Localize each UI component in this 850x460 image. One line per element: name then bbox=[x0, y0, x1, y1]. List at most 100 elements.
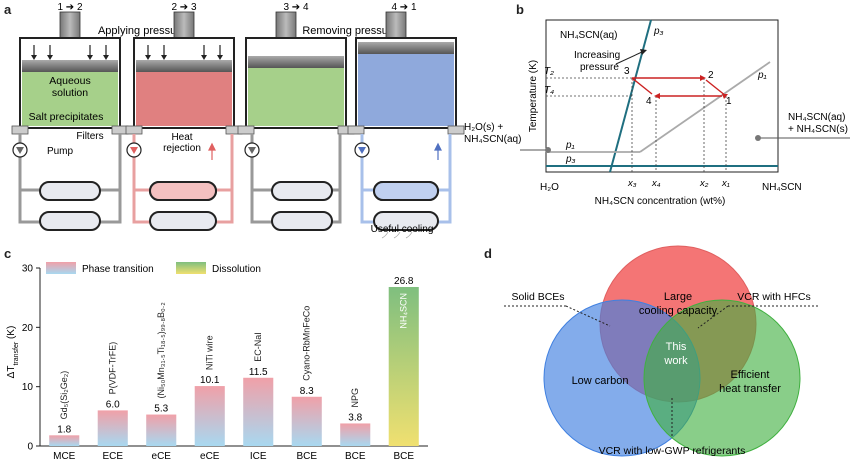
aqueous-label-1: Aqueous bbox=[49, 75, 90, 87]
c-ytick-label: 20 bbox=[22, 323, 34, 334]
b-x-right: NH₄SCN bbox=[762, 182, 802, 193]
c-bar-value: 11.5 bbox=[249, 367, 268, 378]
d-efficient-1: Efficient bbox=[731, 369, 770, 381]
c-bar-material-label: NH₄SCN bbox=[399, 293, 409, 329]
b-x1: x₁ bbox=[721, 178, 730, 189]
c-ytick-label: 30 bbox=[22, 264, 34, 275]
panel-label-a: a bbox=[4, 2, 12, 17]
venn-green-circle bbox=[643, 299, 801, 457]
c-bar bbox=[97, 410, 128, 446]
pump-label: Pump bbox=[47, 146, 74, 157]
c-bar-value: 1.8 bbox=[57, 424, 71, 435]
c-bar bbox=[146, 414, 177, 446]
panel-d-venn: Large cooling capacity Low carbon Effici… bbox=[504, 245, 820, 457]
panel-label-c: c bbox=[4, 246, 12, 261]
c-category-label: BCE bbox=[345, 451, 366, 460]
d-this-work-2: work bbox=[663, 355, 688, 367]
d-solid-bces: Solid BCEs bbox=[511, 291, 564, 303]
d-vcr-low-gwp: VCR with low-GWP refrigerants bbox=[599, 445, 746, 457]
c-category-label: eCE bbox=[152, 451, 172, 460]
c-legend: Phase transition Dissolution bbox=[46, 262, 261, 275]
c-bar bbox=[291, 396, 322, 446]
b-T2: T₂ bbox=[544, 66, 554, 77]
c-bar bbox=[243, 377, 274, 446]
c-bar bbox=[194, 386, 225, 446]
panel-a-schematic: 1 ➔ 2 2 ➔ 3 3 ➔ 4 4 ➔ 1 Applying pressur… bbox=[11, 2, 465, 239]
cylinder-3 bbox=[237, 11, 355, 135]
d-vcr-hfcs: VCR with HFCs bbox=[737, 291, 811, 303]
c-bar-material-label: P(VDF-TrFE) bbox=[108, 342, 118, 395]
b-pt-2: 2 bbox=[708, 70, 714, 81]
heat-rejection-label-1: Heat bbox=[171, 132, 192, 143]
c-bar-value: 5.3 bbox=[154, 404, 168, 415]
b-left-label-2: NH₄SCN(aq) bbox=[464, 134, 521, 145]
b-p1-line: p₁ bbox=[565, 140, 575, 151]
b-nh4scn-aq: NH₄SCN(aq) bbox=[560, 30, 617, 41]
removing-pressure-label: Removing pressure bbox=[302, 25, 397, 37]
c-bar-material-label: Gd₅(Si₂Ge₂) bbox=[59, 371, 69, 420]
c-bar-material-label: NPG bbox=[350, 388, 360, 408]
b-T4: T₄ bbox=[544, 85, 554, 96]
c-bar-material-label: (Ni₅₀Mn₃₁.₅Ti₁₈.₅)₉₉.₈B₀.₂ bbox=[156, 302, 166, 399]
heat-rejection-label-2: rejection bbox=[163, 143, 201, 154]
c-category-label: MCE bbox=[53, 451, 76, 460]
d-large-1: Large bbox=[664, 291, 692, 303]
c-bar bbox=[388, 286, 419, 446]
useful-cooling-label: Useful cooling bbox=[371, 224, 434, 235]
d-large-2: cooling capacity bbox=[639, 305, 718, 317]
c-bar bbox=[49, 435, 80, 446]
c-bar-material-label: Cyano-RbMnFeCo bbox=[302, 306, 312, 381]
b-x3: x₃ bbox=[627, 178, 637, 189]
d-this-work-1: This bbox=[666, 341, 687, 353]
panel-b-phase-diagram: Temperature (K) NH₄SCN concentration (wt… bbox=[464, 19, 850, 207]
salt-precipitates-label: Salt precipitates bbox=[29, 111, 104, 123]
c-bar-value: 26.8 bbox=[394, 276, 414, 287]
b-x4: x₄ bbox=[651, 178, 661, 189]
applying-pressure-label: Applying pressure bbox=[98, 25, 186, 37]
c-bar-value: 8.3 bbox=[300, 386, 314, 397]
c-ytick-label: 10 bbox=[22, 382, 34, 393]
panel-label-d: d bbox=[484, 246, 492, 261]
legend-dissolution-label: Dissolution bbox=[212, 264, 261, 275]
aqueous-label-2: solution bbox=[52, 87, 88, 99]
step-2: 2 ➔ 3 bbox=[171, 2, 196, 13]
c-category-label: ECE bbox=[102, 451, 123, 460]
b-xlabel: NH₄SCN concentration (wt%) bbox=[595, 196, 726, 207]
legend-phase-label: Phase transition bbox=[82, 264, 154, 275]
d-low-carbon: Low carbon bbox=[572, 375, 629, 387]
filters-label: Filters bbox=[76, 131, 103, 142]
b-left-label-1: H₂O(s) + bbox=[464, 122, 503, 133]
c-category-label: eCE bbox=[200, 451, 220, 460]
b-p3-top: p₃ bbox=[653, 26, 664, 37]
b-right-label-1: NH₄SCN(aq) bbox=[788, 112, 845, 123]
b-ylabel: Temperature (K) bbox=[528, 60, 539, 132]
b-p1-right: p₁ bbox=[757, 70, 767, 81]
b-x-left: H₂O bbox=[540, 182, 559, 193]
c-bar-value: 3.8 bbox=[348, 412, 362, 423]
cylinder-4 bbox=[347, 11, 465, 135]
legend-dissolution-swatch bbox=[176, 262, 206, 274]
b-pt-4: 4 bbox=[646, 96, 652, 107]
step-3: 3 ➔ 4 bbox=[283, 2, 308, 13]
b-p3-line: p₃ bbox=[565, 154, 576, 165]
c-bar-value: 6.0 bbox=[106, 399, 120, 410]
c-bar-value: 10.1 bbox=[200, 375, 220, 386]
b-increasing-1: Increasing bbox=[574, 50, 620, 61]
step-1: 1 ➔ 2 bbox=[57, 2, 82, 13]
b-x2: x₂ bbox=[699, 178, 709, 189]
c-bar-material-label: EC-NaI bbox=[253, 332, 263, 362]
b-right-label-2: + NH₄SCN(s) bbox=[788, 124, 848, 135]
b-increasing-2: pressure bbox=[580, 62, 619, 73]
c-category-label: BCE bbox=[296, 451, 317, 460]
panel-label-b: b bbox=[516, 2, 524, 17]
c-ytick-label: 0 bbox=[27, 442, 33, 453]
cylinder-2 bbox=[125, 11, 243, 135]
d-efficient-2: heat transfer bbox=[719, 383, 781, 395]
step-4: 4 ➔ 1 bbox=[391, 2, 416, 13]
c-category-label: BCE bbox=[393, 451, 414, 460]
c-bar-material-label: NiTi wire bbox=[205, 335, 215, 370]
c-ylabel: ΔTtransfer (K) bbox=[6, 326, 20, 379]
b-pt-3: 3 bbox=[624, 66, 630, 77]
c-bar bbox=[340, 423, 371, 446]
